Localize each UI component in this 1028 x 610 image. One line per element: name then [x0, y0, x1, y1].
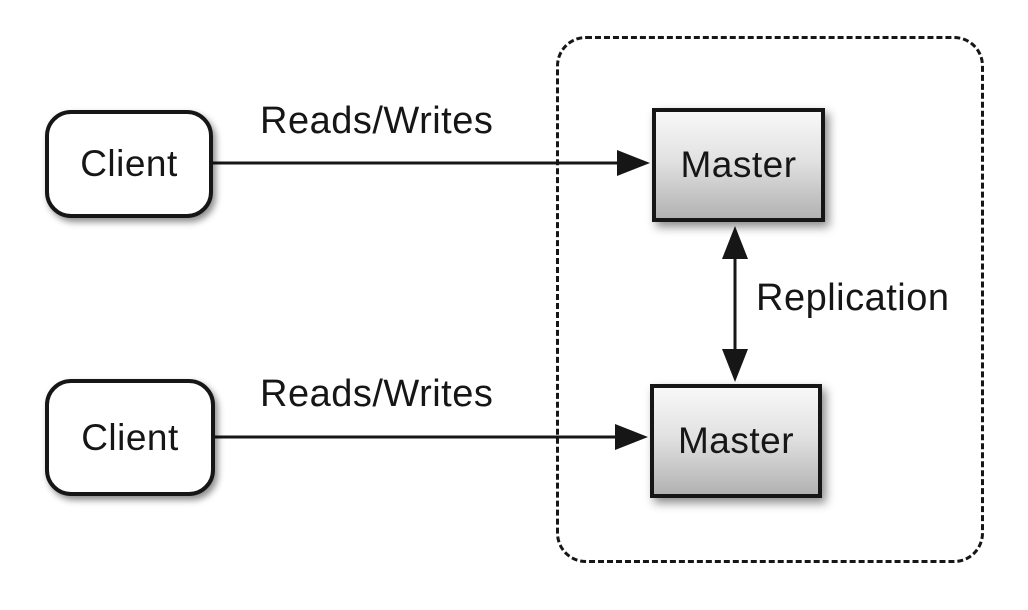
- reads-writes-label-bottom: Reads/Writes: [260, 373, 494, 415]
- client-node-top: Client: [45, 110, 213, 218]
- client-node-bottom-label: Client: [81, 416, 179, 458]
- master-node-top-label: Master: [680, 144, 797, 185]
- replication-label: Replication: [756, 277, 950, 319]
- client-node-bottom: Client: [45, 379, 215, 496]
- replication-boundary: [556, 36, 984, 563]
- master-node-bottom: Master: [650, 384, 822, 498]
- master-node-top: Master: [652, 108, 825, 222]
- reads-writes-label-top: Reads/Writes: [260, 100, 494, 142]
- master-node-bottom-label: Master: [677, 420, 795, 461]
- client-node-top-label: Client: [80, 143, 178, 184]
